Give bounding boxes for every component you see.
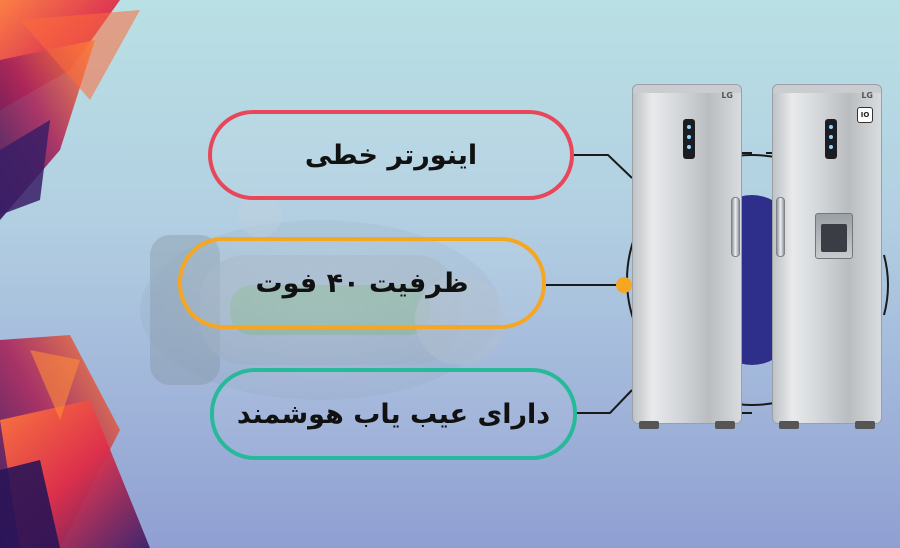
abstract-petal-decoration-top	[0, 0, 140, 220]
feature-pill-capacity: ظرفیت ۴۰ فوت	[178, 237, 546, 329]
feature-label-diagnosis: دارای عیب یاب هوشمند	[236, 398, 551, 430]
fridge-right-badge: IO	[857, 107, 873, 123]
feature-label-capacity: ظرفیت ۴۰ فوت	[255, 267, 469, 299]
fridge-left: LG	[632, 84, 742, 429]
fridge-right-logo: LG	[861, 91, 873, 100]
connector-lines	[543, 152, 889, 414]
fridge-right-foot	[855, 421, 875, 429]
fridge-left-top	[633, 85, 741, 93]
fridge-left-foot	[715, 421, 735, 429]
motor-image	[140, 193, 505, 400]
fridge-right-foot	[779, 421, 799, 429]
fridge-right-control-panel	[825, 119, 837, 159]
fridge-right: LG IO	[772, 84, 882, 429]
fridge-left-handle	[731, 197, 740, 257]
abstract-petal-decoration-bottom	[0, 335, 150, 548]
feature-pill-diagnosis: دارای عیب یاب هوشمند	[210, 368, 577, 460]
feature-pill-inverter: اینورتر خطی	[208, 110, 574, 200]
water-dispenser	[815, 213, 853, 259]
fridge-left-logo: LG	[721, 91, 733, 100]
fridge-right-top	[773, 85, 881, 93]
feature-label-inverter: اینورتر خطی	[304, 139, 478, 171]
fridge-left-control-panel	[683, 119, 695, 159]
accent-dot	[616, 277, 632, 293]
fridge-left-foot	[639, 421, 659, 429]
fridge-right-handle	[776, 197, 785, 257]
